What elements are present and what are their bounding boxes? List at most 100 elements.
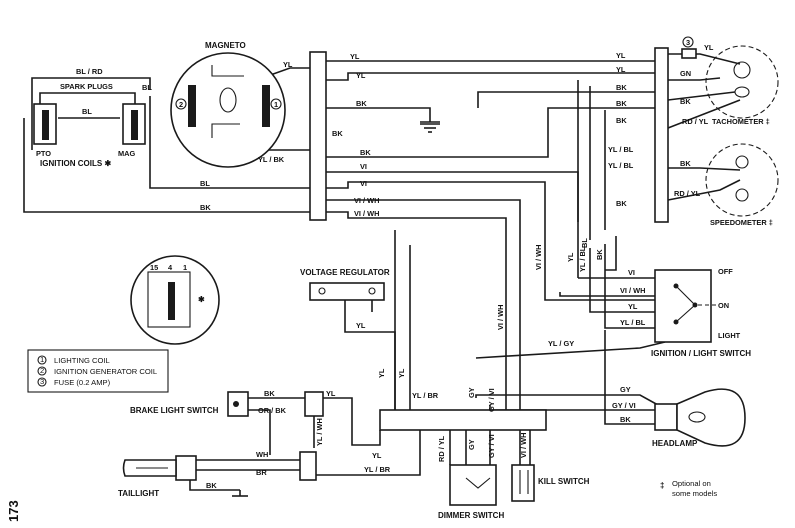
wire-spd-bk: [668, 167, 741, 171]
tachometer: [705, 45, 779, 119]
label-pto: PTO: [36, 149, 51, 158]
t-bk4: BK: [200, 203, 211, 212]
t-bk2: BK: [332, 129, 343, 138]
switch-on: ON: [718, 301, 729, 310]
magneto-points-bottom: [211, 123, 240, 138]
wire-bl-mag-label: BL: [142, 83, 152, 92]
spd-rdyl: RD / YL: [674, 189, 701, 198]
pto-coil-core: [42, 110, 49, 140]
kill-switch-body: [511, 464, 535, 502]
h-gyvi: GY / VI: [612, 401, 636, 410]
mid-yl1: YL: [377, 368, 386, 378]
wire-plug-link: [39, 92, 136, 105]
legend-num-2: 2: [40, 366, 44, 375]
fuse-num: [682, 36, 694, 48]
label-spark-plugs: SPARK PLUGS: [60, 82, 113, 91]
tach-gn: GN: [680, 69, 691, 78]
vr-yl: YL: [356, 321, 366, 330]
sw-yl: YL: [628, 302, 638, 311]
wire-tach-rdyl: [667, 99, 741, 129]
h-gy: GY: [620, 385, 631, 394]
wire-tach-gn: [668, 77, 721, 81]
label-speedometer: SPEEDOMETER ‡: [710, 218, 773, 227]
coil-num-left: 2: [179, 100, 183, 109]
wire-spd-rdyl: [667, 179, 741, 201]
mid-ylbr: YL / BR: [412, 391, 439, 400]
tl-wh: WH: [256, 450, 268, 459]
labels: MAGNETO SPARK PLUGS PTO MAG IGNITION COI…: [6, 38, 773, 522]
magneto: [170, 52, 286, 168]
wire-bl-rd-label: BL / RD: [76, 67, 103, 76]
wire-top-bk1: [326, 107, 431, 122]
tach-inner: [733, 61, 751, 79]
wire-bl-orbk: [248, 409, 271, 455]
r-ylbl1: YL / BL: [608, 145, 634, 154]
wire-top-bk3: [326, 107, 655, 158]
magneto-coil-num-left: [175, 98, 187, 110]
wire-tl-ylbr: [316, 430, 421, 476]
r-bk2: BK: [616, 99, 627, 108]
footnote-line1: Optional on: [672, 479, 711, 488]
wire-mag-bl: [149, 96, 312, 189]
tl-ylbr: YL / BR: [364, 465, 391, 474]
wire-top-yl2: [326, 72, 655, 81]
magneto-coil-num-right: [270, 98, 282, 110]
legend-text-2: IGNITION GENERATOR COIL: [54, 367, 157, 376]
tail-ground: [232, 490, 248, 497]
tach-bk: BK: [680, 97, 691, 106]
bl-orbk: OR / BK: [258, 406, 287, 415]
wire-fuse-yl: [668, 53, 741, 65]
t-viwh1: VI / WH: [354, 196, 379, 205]
inset-4: 4: [168, 263, 173, 272]
legend-num-3: 3: [40, 377, 44, 386]
label-headlamp: HEADLAMP: [652, 439, 698, 448]
wire-top-bk2: [477, 91, 655, 108]
label-ignition-light-switch: IGNITION / LIGHT SWITCH: [651, 349, 751, 358]
v-bk: BK: [595, 249, 604, 260]
bl-bk: BK: [264, 389, 275, 398]
label-voltage-regulator: VOLTAGE REGULATOR: [300, 268, 390, 277]
bl-ylwh: YL / WH: [315, 418, 324, 446]
wire-vr-yl: [344, 300, 396, 410]
voltage-regulator-body: [309, 282, 385, 301]
r-yl2: YL: [616, 65, 626, 74]
v-viwh: VI / WH: [534, 245, 543, 270]
headlamp-bulb: [676, 388, 746, 447]
magneto-points-top: [211, 65, 244, 77]
harness-connector: [379, 409, 547, 431]
mag-coil-core: [131, 110, 138, 140]
wire-bl-rd: [31, 77, 151, 150]
t-bk1: BK: [356, 99, 367, 108]
sw-viwh: VI / WH: [620, 286, 645, 295]
tach-lamp: [734, 86, 750, 98]
left-terminal-block: [309, 51, 327, 221]
wire-bl-yl: [314, 397, 381, 446]
t-bl: BL: [200, 179, 210, 188]
label-tachometer: TACHOMETER ‡: [712, 117, 770, 126]
wire-sw-yl: [589, 248, 665, 313]
label-ignition-coils: IGNITION COILS ✱: [40, 159, 111, 168]
fuse-yl: YL: [704, 43, 714, 52]
dimmer-switch-body: [449, 464, 497, 506]
dm-viwh: VI / WH: [519, 433, 528, 458]
bl-yl: YL: [326, 389, 336, 398]
page-number: 173: [6, 500, 21, 522]
h-ylgy: YL / GY: [548, 339, 574, 348]
r-bk1: BK: [616, 83, 627, 92]
fuse-num-label: 3: [686, 38, 690, 47]
t-vi2: VI: [360, 179, 367, 188]
ignition-coils: [33, 103, 146, 145]
wire-bl-label: BL: [82, 107, 92, 116]
v-bl: BL: [580, 238, 589, 248]
brake-connector: [304, 391, 324, 417]
tach-rdyl: RD / YL: [682, 117, 709, 126]
h-bk: BK: [620, 415, 631, 424]
switch-off: OFF: [718, 267, 733, 276]
magneto-cam: [219, 87, 237, 113]
r-ylbl2: YL / BL: [608, 161, 634, 170]
t-yl2: YL: [356, 71, 366, 80]
label-magneto: MAGNETO: [205, 41, 246, 50]
label-taillight: TAILLIGHT: [118, 489, 159, 498]
legend-text-1: LIGHTING COIL: [54, 356, 110, 365]
footnote-symbol: ‡: [660, 481, 664, 490]
